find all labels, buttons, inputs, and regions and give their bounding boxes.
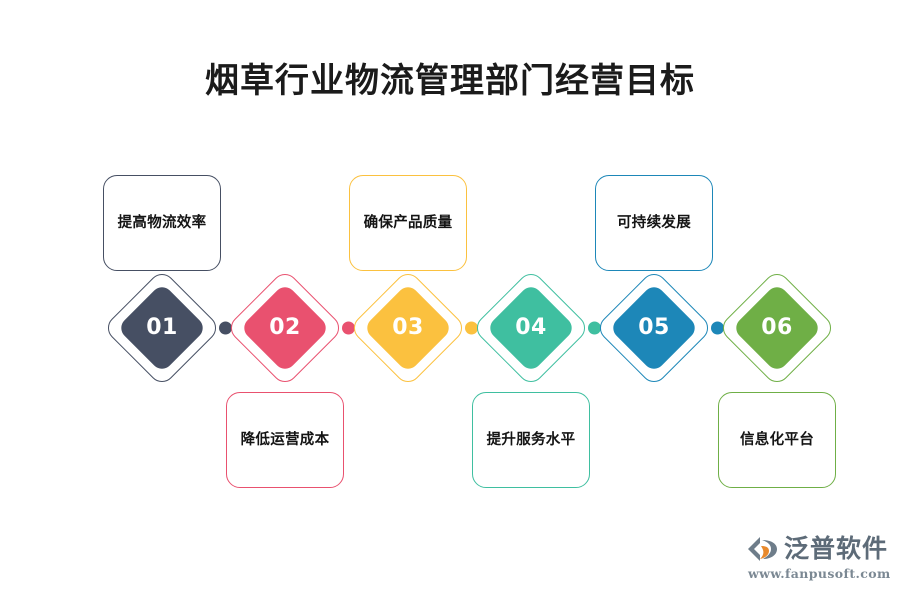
process-step: 提升服务水平 04 (469, 0, 601, 600)
step-diamond[interactable]: 01 (102, 268, 222, 388)
step-label-card[interactable]: 提升服务水平 (472, 392, 590, 488)
step-connector-dot (219, 321, 232, 335)
step-diamond[interactable]: 03 (348, 268, 468, 388)
process-step: 提高物流效率 01 (100, 0, 232, 600)
step-label-text: 可持续发展 (617, 215, 691, 231)
step-label-text: 信息化平台 (740, 432, 814, 448)
step-number: 03 (392, 315, 424, 340)
step-connector-dot (711, 321, 724, 335)
step-label-text: 提高物流效率 (117, 215, 207, 231)
step-diamond[interactable]: 05 (594, 268, 714, 388)
step-diamond[interactable]: 04 (471, 268, 591, 388)
watermark-logo: 泛普软件 www.fanpusoft.com (746, 534, 890, 590)
step-number: 01 (146, 315, 178, 340)
watermark-row: 泛普软件 (746, 534, 888, 564)
process-step: 降低运营成本 02 (223, 0, 355, 600)
step-label-card[interactable]: 可持续发展 (595, 175, 713, 271)
step-label-card[interactable]: 提高物流效率 (103, 175, 221, 271)
fanpu-logo-icon (746, 534, 780, 564)
process-step: 信息化平台 06 (715, 0, 839, 600)
step-connector-dot (465, 321, 478, 335)
step-diamond[interactable]: 02 (225, 268, 345, 388)
step-diamond[interactable]: 06 (717, 268, 837, 388)
step-label-text: 提升服务水平 (486, 432, 576, 448)
step-number: 05 (638, 315, 670, 340)
step-number: 02 (269, 315, 301, 340)
step-connector-dot (588, 321, 601, 335)
step-connector-dot (342, 321, 355, 335)
step-label-text: 确保产品质量 (363, 215, 453, 231)
page-title: 烟草行业物流管理部门经营目标 (205, 61, 695, 101)
watermark-url: www.fanpusoft.com (748, 566, 891, 581)
step-number: 04 (515, 315, 547, 340)
step-label-card[interactable]: 信息化平台 (718, 392, 836, 488)
step-label-card[interactable]: 降低运营成本 (226, 392, 344, 488)
process-step: 确保产品质量 03 (346, 0, 478, 600)
watermark-brand: 泛普软件 (784, 534, 889, 563)
process-step: 可持续发展 05 (592, 0, 724, 600)
step-number: 06 (761, 315, 793, 340)
step-label-card[interactable]: 确保产品质量 (349, 175, 467, 271)
step-label-text: 降低运营成本 (240, 432, 330, 448)
